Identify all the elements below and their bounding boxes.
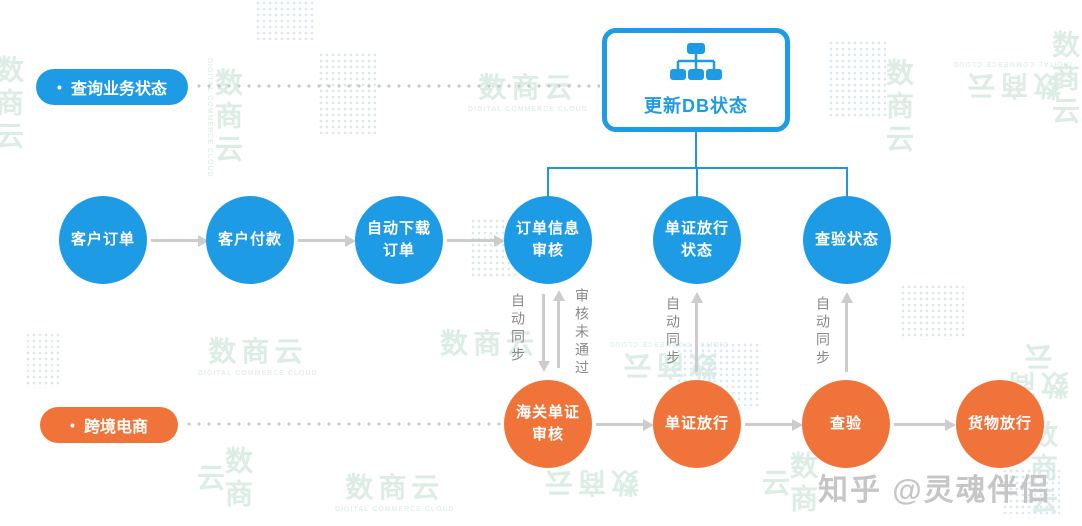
- brand-watermark-subtext: DIGITAL COMMERCE CLOUD: [206, 58, 213, 178]
- brand-watermark-text: 数商云: [194, 446, 253, 512]
- label-review-failed: 审核未通过: [574, 288, 590, 378]
- node-label-line: 单证放行: [664, 414, 729, 432]
- sitemap-icon: [670, 42, 722, 80]
- brand-watermark-text: 数商云: [759, 451, 818, 517]
- brand-watermark-text: 数商云: [212, 68, 243, 168]
- brand-watermark: 数商云: [440, 330, 539, 358]
- brand-watermark: 数商云 DIGITAL COMMERCE CLOUD: [198, 336, 318, 378]
- label-auto-sync: 自动同步: [510, 293, 526, 365]
- arrow-review-failed-up: [557, 300, 560, 368]
- brand-watermark: 数商云: [883, 58, 914, 157]
- node-auto-download-order: 自动下载订单: [355, 196, 443, 284]
- brand-watermark-text: 数商云: [345, 472, 445, 503]
- halftone-dots: [828, 40, 886, 118]
- brand-watermark-text: 数商云: [883, 58, 914, 157]
- flow-arrow-right: [596, 423, 644, 426]
- halftone-dots: [318, 52, 376, 134]
- node-label-line: 自动下载: [366, 219, 431, 237]
- node-customer-order: 客户订单: [59, 196, 147, 284]
- brand-watermark: 数商云: [0, 55, 24, 154]
- node-cargo-release: 货物放行: [956, 380, 1044, 468]
- node-label-line: 货物放行: [967, 414, 1032, 432]
- lane-label-cross-border-ecommerce: • 跨境电商: [40, 407, 178, 443]
- brand-watermark: 数商云: [540, 467, 640, 498]
- arrow-auto-sync-up: [845, 302, 848, 372]
- brand-watermark-text: 数商云: [468, 74, 588, 102]
- node-customs-doc-review: 海关单证审核: [504, 380, 592, 468]
- node-inspection-status: 查验状态: [803, 196, 891, 284]
- dotted-line-top: [194, 84, 600, 88]
- node-label-line: 审核: [531, 242, 564, 259]
- flow-arrow-right: [894, 423, 946, 426]
- brand-watermark-text: 数商云: [540, 467, 640, 498]
- brand-watermark: 数商云 DIGITAL COMMERCE CLOUD: [468, 74, 588, 114]
- node-inspection: 查验: [802, 380, 890, 468]
- node-label-line: 客户订单: [70, 230, 135, 248]
- node-doc-release-status: 单证放行状态: [653, 196, 741, 284]
- node-label-line: 单证放行: [664, 219, 729, 237]
- label-auto-sync: 自动同步: [815, 296, 831, 368]
- node-label-line: 订单: [382, 242, 415, 259]
- halftone-dots: [1002, 468, 1060, 518]
- connector-line: [696, 167, 698, 198]
- node-label-line: 海关单证: [515, 403, 580, 421]
- node-label-line: 状态: [680, 242, 713, 259]
- brand-watermark-subtext: DIGITAL COMMERCE CLOUD: [335, 506, 455, 513]
- label-auto-sync: 自动同步: [665, 296, 681, 368]
- node-label-line: 订单信息: [515, 219, 580, 237]
- halftone-dots: [255, 0, 315, 40]
- dotted-line-bottom: [184, 422, 502, 426]
- flow-arrow-right: [298, 239, 346, 242]
- node-label-line: 客户付款: [217, 230, 282, 248]
- brand-watermark-text: 数商云: [440, 328, 540, 359]
- flow-arrow-right: [447, 239, 495, 242]
- lane-label-text: 查询业务状态: [70, 81, 167, 98]
- arrow-auto-sync-up: [695, 302, 698, 372]
- node-label-line: 查验: [829, 414, 862, 432]
- bullet-dot: •: [57, 79, 62, 95]
- node-label-line: 查验状态: [814, 230, 879, 248]
- lane-label-text: 跨境电商: [83, 419, 148, 436]
- lane-label-query-business-status: • 查询业务状态: [36, 69, 188, 105]
- brand-watermark-text: 数商云: [208, 336, 308, 367]
- halftone-dots: [25, 332, 61, 388]
- connector-line: [846, 167, 848, 198]
- brand-watermark: 数商云: [759, 442, 818, 526]
- brand-watermark-subtext: DIGITAL COMMERCE CLOUD: [198, 370, 318, 377]
- db-box-label: 更新DB状态: [644, 95, 748, 116]
- brand-watermark-text: 数商云: [0, 55, 24, 154]
- node-order-info-review: 订单信息审核: [504, 196, 592, 284]
- connector-line: [695, 132, 697, 168]
- halftone-dots: [900, 284, 964, 340]
- flow-arrow-right: [745, 423, 793, 426]
- connector-line: [547, 167, 549, 198]
- brand-watermark-text: 数商云: [1049, 30, 1080, 129]
- brand-watermark: 数商云: [194, 432, 253, 526]
- brand-watermark: 数商云 DIGITAL COMMERCE CLOUD: [335, 472, 455, 514]
- brand-watermark: 数商云: [1049, 30, 1080, 129]
- node-customer-payment: 客户付款: [206, 196, 294, 284]
- bullet-dot: •: [70, 417, 75, 433]
- flow-arrow-right: [151, 239, 199, 242]
- brand-watermark-subtext: DIGITAL COMMERCE CLOUD: [468, 106, 588, 113]
- update-db-status-box: 更新DB状态: [602, 28, 790, 132]
- arrow-auto-sync-down: [542, 294, 545, 362]
- node-label-line: 审核: [531, 426, 564, 443]
- credit-watermark: 知乎 @灵魂伴侣: [818, 474, 1052, 507]
- node-doc-release: 单证放行: [653, 380, 741, 468]
